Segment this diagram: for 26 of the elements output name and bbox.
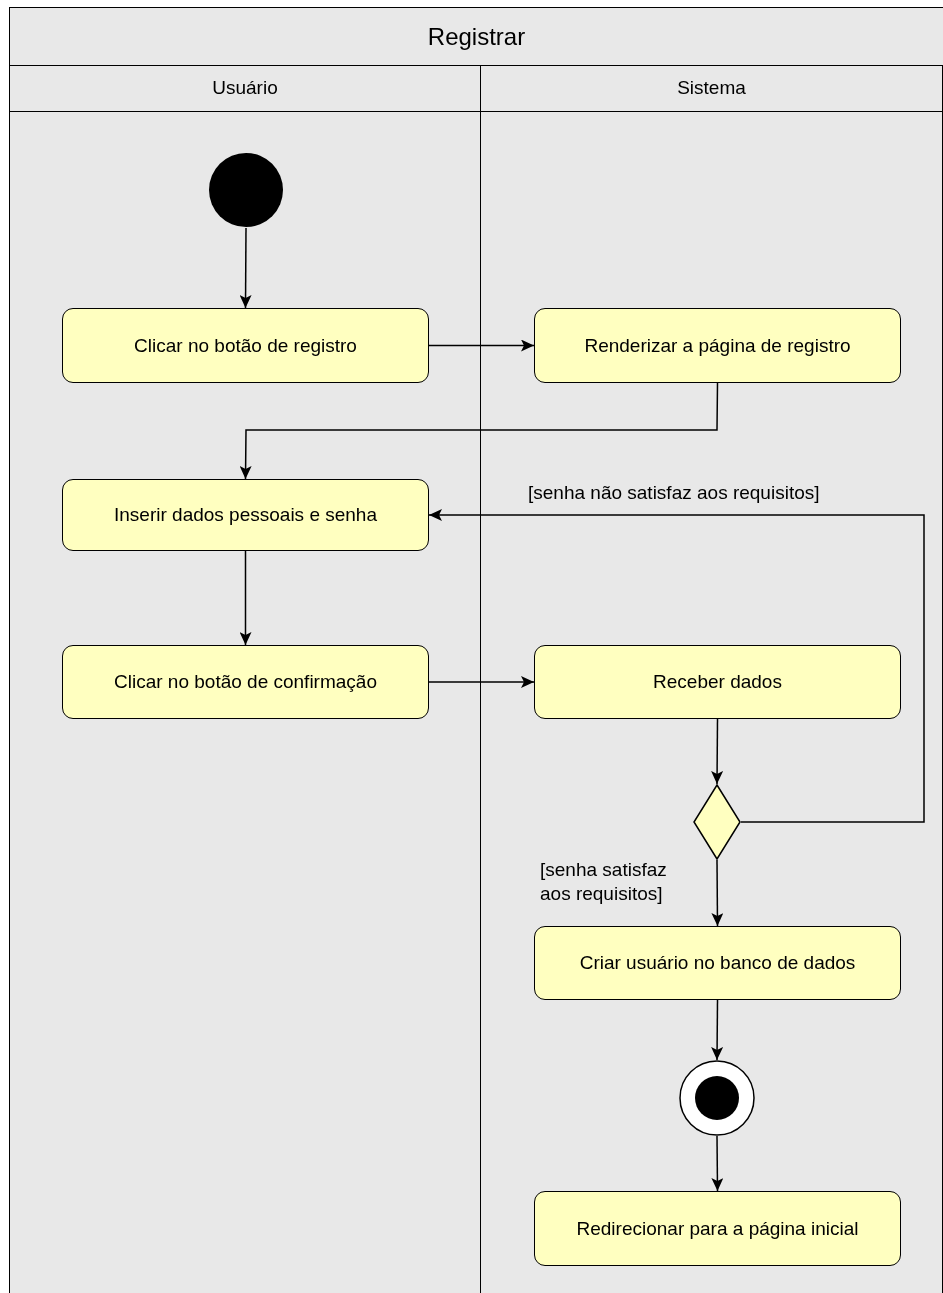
action-box: Inserir dados pessoais e senha [62,479,429,551]
action-box: Renderizar a página de registro [534,308,901,383]
arrow [428,676,535,688]
end-node [679,1060,755,1136]
lane-header: Usuário [10,65,480,112]
start-node [208,152,284,228]
arrow [239,550,252,646]
arrow [711,859,724,927]
action-box: Clicar no botão de registro [62,308,429,383]
arrow [711,718,724,785]
action-box: Clicar no botão de confirmação [62,645,429,719]
arrow [428,509,925,823]
decision-diamond [693,784,741,860]
action-box: Redirecionar para a página inicial [534,1191,901,1266]
arrow [428,339,535,352]
swimlane-pool [10,8,943,1293]
swimlane [10,65,481,1293]
arrow [711,999,724,1061]
action-box: Receber dados [534,645,901,719]
lane-header: Sistema [481,65,942,112]
arrow [711,1135,724,1192]
pool-title: Registrar [10,8,943,66]
arrow [239,227,252,309]
arrow [239,382,719,480]
swimlane [481,65,943,1293]
action-box: Criar usuário no banco de dados [534,926,901,1000]
